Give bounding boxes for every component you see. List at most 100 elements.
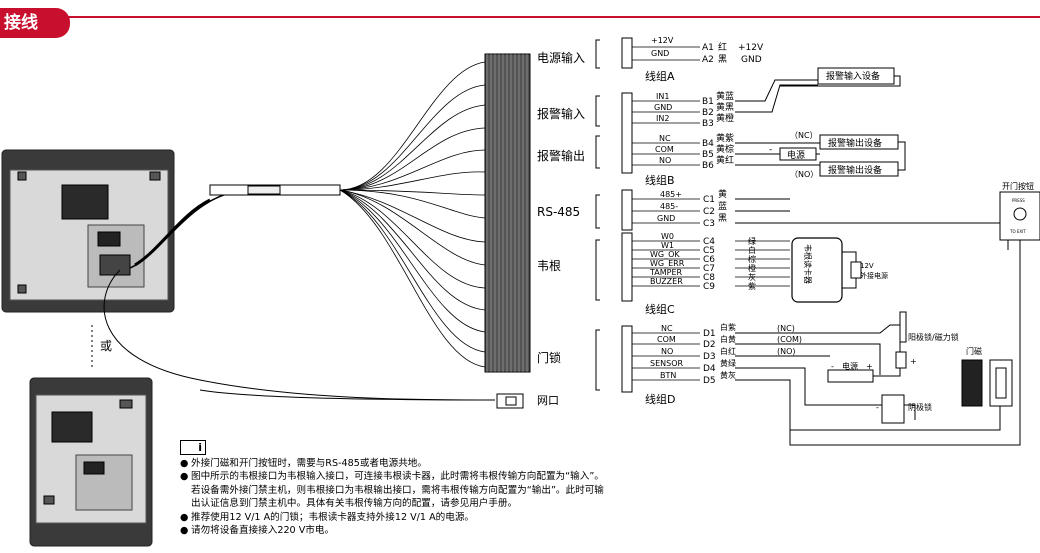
note-4: ●请勿将设备直接接入220 V市电。 [180, 525, 335, 537]
pin-wg-6: BUZZER [650, 277, 683, 286]
id-door-3: D3 [703, 352, 716, 362]
group-a-label: 线组A [645, 69, 675, 83]
color-rs485-3: 黑 [718, 213, 727, 224]
pin-alarm-out-3: NO [659, 156, 671, 165]
wiegand-supply: 12V [860, 262, 874, 270]
color-door-2: 白黄 [720, 334, 736, 344]
color-wg-4: 橙 [748, 263, 756, 273]
color-wg-2: 白 [748, 245, 756, 255]
note-3: ●推荐使用12 V/1 A的门锁；韦根读卡器支持外接12 V/1 A的电源。 [180, 511, 475, 523]
color-wg-3: 棕 [748, 254, 756, 264]
id-rs485-1: C1 [703, 195, 715, 205]
pin-wg-3: WG_OK [650, 250, 680, 259]
color-door-5: 黄灰 [720, 370, 736, 380]
door-mark-nc: (NC) [777, 324, 795, 333]
color-alarm-out-3: 黄红 [716, 154, 734, 166]
alarm-input-device: 报警输入设备 [826, 70, 880, 82]
note-2: ●图中所示的韦根接口为韦根输入接口，可连接韦根读卡器，此时需将韦根传输方向配置为… [180, 471, 604, 483]
pin-rs485-3: GND [657, 214, 675, 223]
label-wiegand: 韦根 [537, 259, 561, 273]
label-network: 网口 [537, 394, 559, 407]
alarm-out-no: （NO） [790, 170, 818, 179]
pin-door-3: NO [661, 347, 673, 356]
pin-rs485-2: 485- [660, 202, 678, 211]
color-rs485-1: 黄 [718, 188, 727, 200]
end-power-2: GND [741, 55, 762, 65]
color-alarm-out-1: 黄紫 [716, 132, 734, 144]
id-power-2: A2 [702, 55, 714, 65]
pin-wg-2: W1 [661, 241, 674, 250]
id-door-5: D5 [703, 376, 716, 386]
door-mark-no: (NO) [777, 347, 796, 356]
pin-alarm-in-3: IN2 [656, 114, 669, 123]
note-2-cont-1: 若设备需外接门禁主机，则韦根接口为韦根输出接口，需将韦根传输方向配置为“输出”。… [191, 484, 604, 496]
pin-door-5: BTN [660, 371, 676, 380]
color-wg-6: 紫 [748, 282, 756, 291]
id-power-1: A1 [702, 43, 714, 53]
id-wg-3: C6 [703, 255, 715, 265]
alarm-out-nc: （NC） [790, 131, 818, 140]
color-power-2: 黑 [718, 54, 727, 65]
pin-alarm-out-1: NC [659, 134, 671, 143]
door-mark-com: (COM) [777, 335, 802, 344]
id-alarm-out-1: B4 [702, 139, 714, 149]
color-door-4: 黄绿 [720, 358, 736, 368]
label-alarm-input: 报警输入 [537, 106, 585, 121]
id-rs485-3: C3 [703, 219, 715, 229]
group-c-label: 线组C [645, 302, 675, 316]
notes-block: i ●外接门磁和开门按钮时，需要与RS-485或者电源共地。 ●图中所示的韦根接… [180, 440, 740, 537]
note-2-cont-2: 出认证信息到门禁主机中。具体有关韦根传输方向的配置，请参见用户手册。 [191, 498, 518, 510]
id-wg-6: C9 [703, 282, 715, 292]
color-alarm-out-2: 黄棕 [716, 143, 734, 155]
color-door-3: 白红 [720, 346, 736, 356]
group-b-label: 线组B [645, 173, 675, 187]
id-alarm-in-1: B1 [702, 97, 714, 107]
label-rs485: RS-485 [537, 205, 580, 219]
pin-power-2: GND [651, 49, 669, 58]
alarm-output-device-2: 报警输出设备 [828, 164, 882, 176]
color-power-1: 红 [718, 41, 727, 53]
id-door-1: D1 [703, 329, 716, 339]
id-wg-1: C4 [703, 237, 715, 247]
door-anode-lock: 阳极锁/磁力锁 [908, 332, 959, 342]
pin-alarm-out-2: COM [655, 145, 674, 154]
color-door-1: 白紫 [720, 322, 736, 332]
wiegand-reader: 韦根读卡器 [803, 244, 813, 284]
label-alarm-output: 报警输出 [537, 148, 585, 163]
alarm-out-minus: - [769, 145, 772, 155]
info-icon: i [180, 440, 206, 455]
group-d-label: 线组D [645, 392, 675, 406]
device-unit-alt [29, 377, 153, 547]
color-alarm-in-2: 黄黑 [716, 101, 734, 113]
wiegand-supply-label: 外接电源 [860, 271, 888, 280]
door-minus: - [831, 362, 834, 371]
color-alarm-in-1: 黄蓝 [716, 90, 734, 102]
id-alarm-out-2: B5 [702, 150, 714, 160]
door-power: 电源 [842, 361, 858, 371]
door-plus: + [866, 362, 873, 371]
door-magnet: 门磁 [966, 346, 982, 356]
pin-wg-5: TAMPER [649, 268, 683, 277]
pin-wg-1: W0 [661, 232, 674, 241]
exit-button-to-exit: TO EXIT [1009, 229, 1026, 234]
door-anode-plus: + [910, 357, 917, 366]
alarm-output-device-1: 报警输出设备 [828, 137, 882, 149]
color-wg-1: 绿 [748, 237, 756, 246]
door-cathode-minus: - [876, 403, 879, 412]
device-unit-front [1, 149, 175, 313]
id-door-4: D4 [703, 364, 716, 374]
label-or: 或 [100, 339, 112, 353]
color-alarm-in-3: 黄橙 [716, 112, 734, 124]
door-cathode-lock: 阴极锁 [908, 402, 932, 412]
pin-door-1: NC [661, 324, 673, 333]
pin-wg-4: WG_ERR [650, 259, 685, 268]
section-title: 接线 [0, 8, 70, 38]
header-rule [60, 16, 1040, 18]
id-rs485-2: C2 [703, 207, 715, 217]
id-alarm-in-3: B3 [702, 119, 714, 129]
label-door-lock: 门锁 [537, 350, 561, 365]
alarm-out-power: 电源 [787, 149, 805, 161]
id-alarm-in-2: B2 [702, 108, 714, 118]
pin-door-4: SENSOR [650, 359, 683, 368]
